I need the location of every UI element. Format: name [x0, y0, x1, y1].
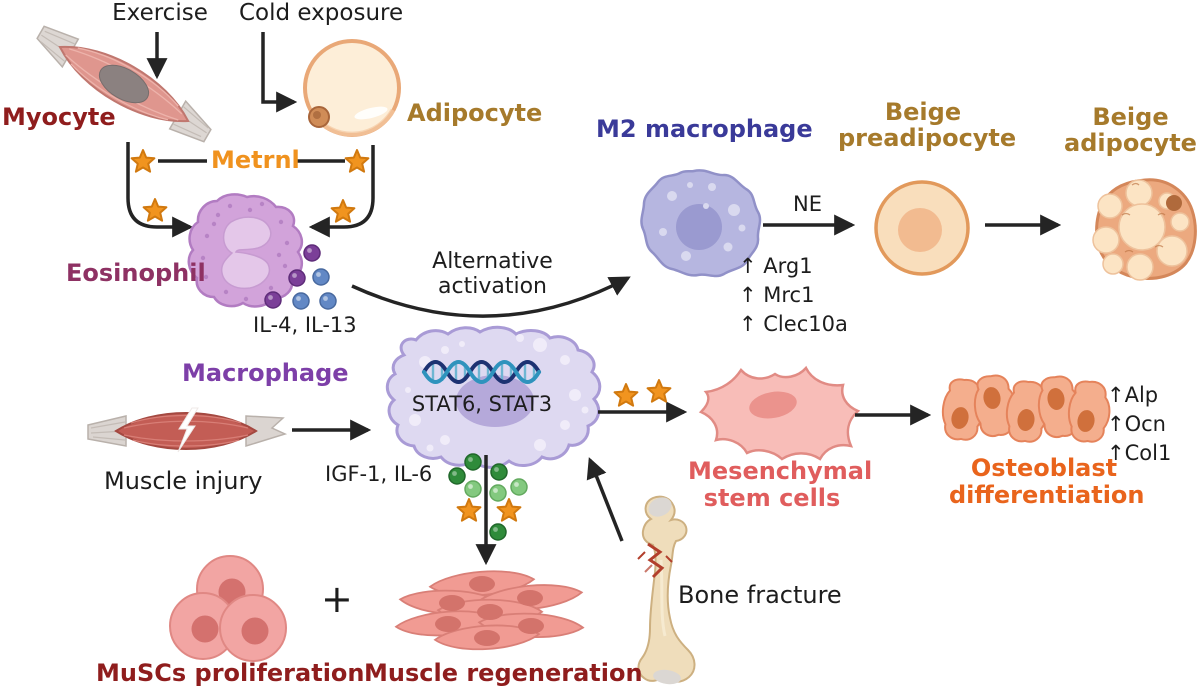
igf1-il6-dots [448, 453, 528, 541]
m2-macrophage-cell [640, 169, 762, 278]
myocyte-cell [36, 25, 212, 143]
eosinophil-nucleus [220, 216, 272, 290]
bone-icon [637, 495, 696, 685]
igf1-il6-label: IGF-1, IL-6 [325, 462, 433, 486]
metrnl-star [456, 498, 482, 522]
macrophage-label: Macrophage [182, 359, 349, 387]
m2-macrophage-label: M2 macrophage [596, 115, 813, 143]
mesenchymal-stem-cell [698, 365, 861, 461]
adipocyte-to-eosinophil-arrow [308, 145, 375, 238]
muscle-regeneration-label: Muscle regeneration [364, 659, 643, 687]
plus-sign: + [321, 577, 353, 621]
beige-adipocyte-label: Beige adipocyte [1064, 103, 1197, 157]
metrnl-star [496, 498, 522, 522]
m2-gene-mrc1: ↑ Mrc1 [739, 283, 815, 307]
beige-preadipocyte-cell [874, 180, 970, 276]
muscle-regeneration-cells [394, 568, 585, 652]
bone-to-macrophage-arrow [586, 457, 624, 542]
macrophage-cell [385, 325, 602, 469]
m2-gene-clec10a: ↑ Clec10a [739, 312, 848, 336]
msc-nucleus [749, 391, 797, 419]
muscle-injury-icon [87, 407, 288, 453]
cold-exposure-arrow [261, 32, 298, 113]
ne-label: NE [793, 192, 822, 216]
macrophage-nucleus [456, 375, 534, 427]
osteoblast-differentiation-label: Osteoblast differentiation [949, 454, 1145, 509]
dna-icon [422, 360, 541, 384]
stat6-stat3-label: STAT6, STAT3 [411, 392, 553, 416]
il4-il13-label: IL-4, IL-13 [253, 313, 357, 337]
il4-il13-dots [264, 244, 337, 310]
m2-macrophage-nucleus [676, 204, 722, 250]
beige-adipocyte-cell [1092, 178, 1197, 281]
metrnl-star [330, 199, 356, 223]
alternative-activation-label: Alternative activation [432, 249, 553, 299]
myocyte-to-eosinophil-arrow [126, 142, 194, 238]
eosinophil-label: Eosinophil [66, 259, 206, 287]
myocyte-label: Myocyte [2, 103, 116, 131]
mesenchymal-stem-cells-label: Mesenchymal stem cells [688, 457, 873, 512]
metrnl-star [613, 383, 639, 407]
metrnl-star [130, 149, 156, 173]
beige-adipocyte-nucleus [1166, 195, 1182, 211]
muscs-proliferation-label: MuSCs proliferation [96, 659, 365, 687]
fracture-marks [637, 542, 673, 579]
muscs-cells [169, 555, 287, 662]
myocyte-nucleus [98, 64, 150, 104]
metrnl-star [142, 198, 168, 222]
metrnl-star [646, 379, 672, 403]
injury-crack [177, 407, 199, 453]
adipocyte-cell [303, 39, 401, 137]
adipocyte-label: Adipocyte [407, 99, 543, 127]
metrnl-star [344, 149, 370, 173]
osteoblast-gene-col1: ↑Col1 [1107, 441, 1172, 465]
cold-exposure-label: Cold exposure [239, 0, 404, 26]
osteoblast-gene-alp: ↑Alp [1107, 383, 1159, 407]
exercise-label: Exercise [112, 0, 208, 26]
beige-preadipocyte-nucleus [898, 208, 942, 252]
bone-fracture-label: Bone fracture [678, 581, 842, 609]
osteoblast-cells [938, 372, 1113, 445]
osteoblast-gene-ocn: ↑Ocn [1107, 412, 1166, 436]
metrnl-label: Metrnl [211, 146, 300, 174]
beige-preadipocyte-label: Beige preadipocyte [838, 98, 1017, 152]
eosinophil-cell [187, 193, 304, 308]
m2-gene-arg1: ↑ Arg1 [739, 254, 813, 278]
muscle-injury-label: Muscle injury [104, 467, 263, 495]
alternative-activation-arrow [351, 276, 631, 318]
